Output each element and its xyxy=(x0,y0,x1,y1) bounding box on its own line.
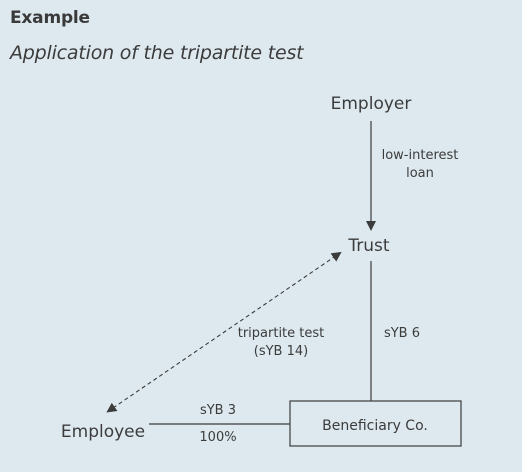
diagram-subtitle: Application of the tripartite test xyxy=(10,42,304,64)
edge-label-tripartite-line2: (sYB 14) xyxy=(254,344,308,359)
node-beneficiary-co: Beneficiary Co. xyxy=(322,418,428,434)
node-trust: Trust xyxy=(347,236,390,256)
diagram-title: Example xyxy=(10,8,90,28)
node-beneficiary-box xyxy=(289,400,462,447)
edge-label-syb6: sYB 6 xyxy=(384,326,420,341)
edge-employee-trust-dashed xyxy=(106,251,342,413)
node-employee: Employee xyxy=(61,422,145,442)
edge-label-syb3: sYB 3 xyxy=(200,403,236,418)
edge-label-100pct: 100% xyxy=(199,430,236,445)
edge-label-loan-line1: low-interest xyxy=(382,148,459,163)
edge-label-tripartite-line1: tripartite test xyxy=(238,326,325,341)
node-employer: Employer xyxy=(331,94,412,114)
edge-label-loan-line2: loan xyxy=(406,166,434,181)
